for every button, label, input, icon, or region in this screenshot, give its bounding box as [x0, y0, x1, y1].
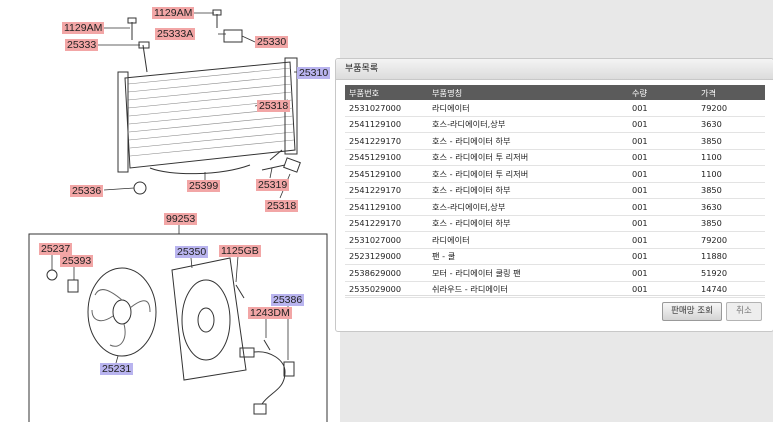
callout-25330: 25330	[255, 36, 289, 48]
quantity-cell: 001	[628, 116, 697, 133]
price-cell: 79200	[697, 231, 765, 249]
part-number-cell: 2523129000	[345, 248, 428, 265]
part-number-cell: 2541229170	[345, 132, 428, 150]
callout-25231: 25231	[100, 363, 134, 375]
callout-25318-lower: 25318	[265, 200, 299, 212]
part-name-cell: 라디에이터	[428, 100, 628, 117]
part-number-cell: 2531027000	[345, 100, 428, 117]
quantity-cell: 001	[628, 281, 697, 298]
quantity-cell: 001	[628, 198, 697, 216]
quantity-cell: 001	[628, 215, 697, 232]
quantity-cell: 001	[628, 248, 697, 265]
cancel-button[interactable]: 취소	[726, 302, 762, 321]
panel-title: 부품목록	[336, 59, 773, 80]
part-number-cell: 2541129100	[345, 116, 428, 133]
price-cell: 3850	[697, 215, 765, 232]
callout-25399: 25399	[187, 180, 221, 192]
quantity-cell: 001	[628, 132, 697, 150]
part-number-cell: 2541129100	[345, 198, 428, 216]
callout-25319: 25319	[256, 179, 290, 191]
column-header-quantity[interactable]: 수량	[628, 85, 697, 100]
callout-25333: 25333	[65, 39, 99, 51]
price-cell: 51920	[697, 264, 765, 282]
part-name-cell: 호스 - 라디에이터 투 리저버	[428, 149, 628, 166]
callout-25310: 25310	[297, 67, 331, 79]
callout-1243dm: 1243DM	[248, 307, 292, 319]
quantity-cell: 001	[628, 100, 697, 117]
price-cell: 14740	[697, 281, 765, 298]
part-name-cell: 모터 - 라디에이터 쿨링 팬	[428, 264, 628, 282]
quantity-cell: 001	[628, 149, 697, 166]
part-name-cell: 호스-라디에이터,상부	[428, 198, 628, 216]
price-cell: 11880	[697, 248, 765, 265]
quantity-cell: 001	[628, 231, 697, 249]
quantity-cell: 001	[628, 165, 697, 183]
part-number-cell: 2541229170	[345, 215, 428, 232]
table-header-row: 부품번호 부품명칭 수량 가격	[345, 85, 765, 100]
callout-1125gb: 1125GB	[219, 245, 261, 257]
column-header-part-number[interactable]: 부품번호	[345, 85, 428, 100]
callout-99253: 99253	[164, 213, 198, 225]
callout-25237: 25237	[39, 243, 73, 255]
part-name-cell: 호스 - 라디에이터 하부	[428, 215, 628, 232]
part-number-cell: 2538629000	[345, 264, 428, 282]
callout-25333a: 25333A	[155, 28, 196, 40]
part-number-cell: 2545129100	[345, 165, 428, 183]
part-number-cell: 2531027000	[345, 231, 428, 249]
callout-25318-upper: 25318	[257, 100, 291, 112]
callout-25386: 25386	[271, 294, 305, 306]
callout-1129am-left: 1129AM	[62, 22, 105, 34]
divider	[345, 295, 765, 296]
callout-25350: 25350	[175, 246, 209, 258]
column-header-price[interactable]: 가격	[697, 85, 765, 100]
part-number-cell: 2535029000	[345, 281, 428, 298]
callout-1129am-top: 1129AM	[152, 7, 195, 19]
part-name-cell: 쉬라우드 - 라디에이터	[428, 281, 628, 298]
quantity-cell: 001	[628, 182, 697, 199]
price-cell: 3630	[697, 198, 765, 216]
part-name-cell: 호스 - 라디에이터 하부	[428, 132, 628, 150]
part-name-cell: 호스 - 라디에이터 투 리저버	[428, 165, 628, 183]
part-name-cell: 호스 - 라디에이터 하부	[428, 182, 628, 199]
parts-diagram: 1129AM 1129AM 25333 25333A 25330 25310 2…	[0, 0, 340, 422]
price-cell: 1100	[697, 149, 765, 166]
callout-25336: 25336	[70, 185, 104, 197]
price-cell: 79200	[697, 100, 765, 117]
sales-network-search-button[interactable]: 판매망 조회	[662, 302, 722, 321]
price-cell: 3630	[697, 116, 765, 133]
price-cell: 3850	[697, 182, 765, 199]
part-number-cell: 2541229170	[345, 182, 428, 199]
part-name-cell: 팬 - 쿨	[428, 248, 628, 265]
part-name-cell: 라디에이터	[428, 231, 628, 249]
part-name-cell: 호스-라디에이터,상부	[428, 116, 628, 133]
price-cell: 1100	[697, 165, 765, 183]
quantity-cell: 001	[628, 264, 697, 282]
column-header-part-name[interactable]: 부품명칭	[428, 85, 628, 100]
callout-25393: 25393	[60, 255, 94, 267]
price-cell: 3850	[697, 132, 765, 150]
part-number-cell: 2545129100	[345, 149, 428, 166]
